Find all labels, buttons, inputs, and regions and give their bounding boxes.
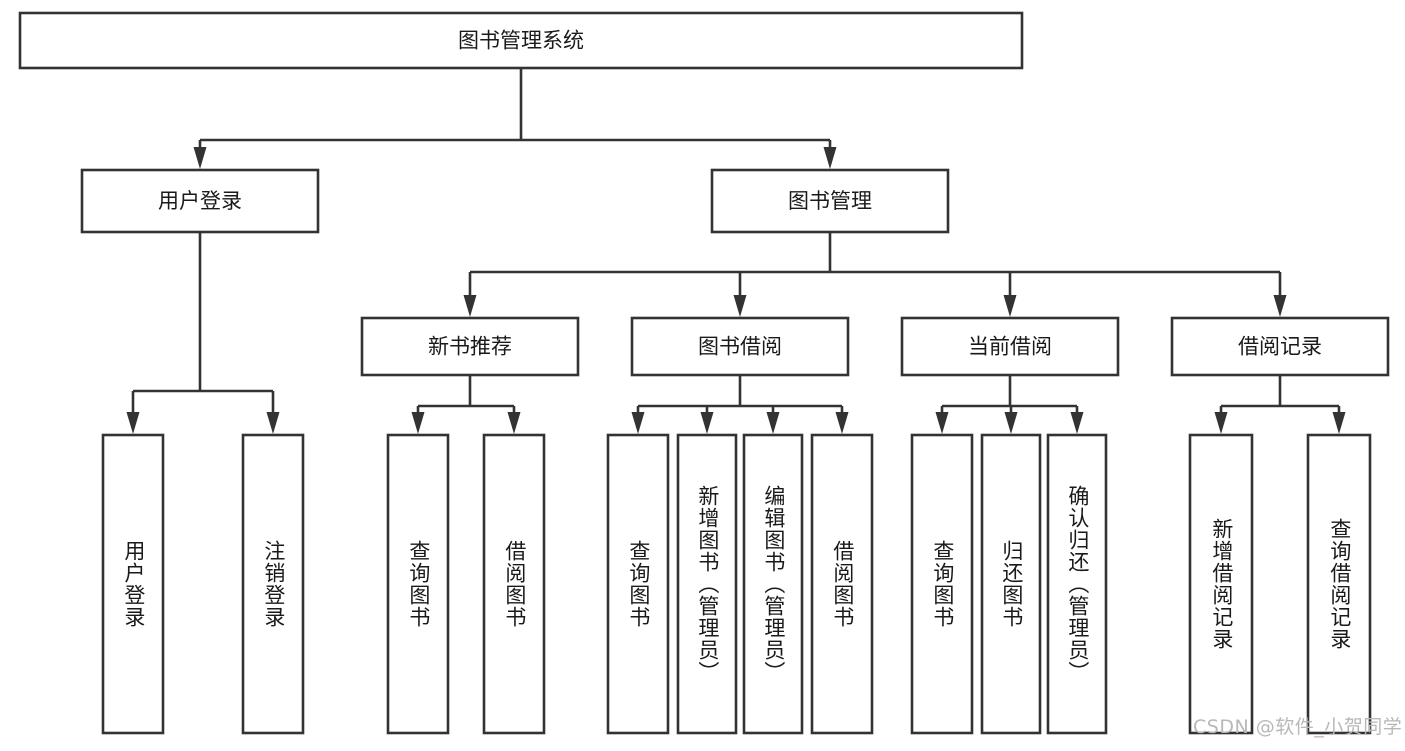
node-leaf-user-login[interactable] — [101, 433, 165, 735]
node-leaf-add-book[interactable] — [676, 433, 738, 735]
arrow-head-icon — [733, 295, 747, 317]
arrow-head-icon — [507, 412, 521, 434]
node-current-borrow[interactable] — [900, 316, 1120, 377]
arrow-head-icon — [411, 412, 425, 434]
node-leaf-borrow-book-2[interactable] — [810, 433, 874, 735]
arrow-head-icon — [1070, 412, 1084, 434]
arrow-head-icon — [1004, 412, 1018, 434]
node-book-manage-label: 图书管理 — [788, 189, 872, 213]
node-root[interactable] — [18, 11, 1024, 70]
arrow-head-icon — [935, 412, 949, 434]
arrow-head-icon — [835, 412, 849, 434]
node-current-borrow-label: 当前借阅 — [968, 335, 1052, 359]
arrow-head-icon — [700, 412, 714, 434]
arrow-head-icon — [766, 412, 780, 434]
node-root-label: 图书管理系统 — [458, 29, 584, 53]
node-user-login-label: 用户登录 — [158, 189, 242, 213]
node-new-book-rec-label: 新书推荐 — [428, 335, 512, 359]
node-leaf-borrow-book-1[interactable] — [482, 433, 546, 735]
node-leaf-query-book-3[interactable] — [910, 433, 974, 735]
node-leaf-query-book-2[interactable] — [606, 433, 670, 735]
node-leaf-query-record[interactable] — [1306, 433, 1372, 735]
node-leaf-user-logout[interactable] — [241, 433, 305, 735]
arrow-head-icon — [1273, 295, 1287, 317]
arrow-head-icon — [266, 412, 280, 434]
arrow-head-icon — [463, 295, 477, 317]
arrow-head-icon — [1003, 295, 1017, 317]
node-user-login[interactable] — [80, 168, 320, 234]
node-book-borrow-label: 图书借阅 — [698, 335, 782, 359]
arrow-head-icon — [823, 147, 837, 169]
node-borrow-record-label: 借阅记录 — [1238, 335, 1322, 359]
node-leaf-add-record[interactable] — [1188, 433, 1254, 735]
csdn-watermark: CSDN @软件_小贺同学 — [1193, 716, 1403, 738]
node-new-book-rec[interactable] — [360, 316, 580, 377]
node-leaf-confirm-return[interactable] — [1046, 433, 1108, 735]
arrow-head-icon — [1214, 412, 1228, 434]
arrow-head-icon — [126, 412, 140, 434]
arrow-head-icon — [631, 412, 645, 434]
node-leaf-query-book-1[interactable] — [386, 433, 450, 735]
arrow-head-icon — [1332, 412, 1346, 434]
arrow-head-icon — [193, 147, 207, 169]
node-leaf-edit-book[interactable] — [742, 433, 804, 735]
node-leaf-return-book[interactable] — [980, 433, 1042, 735]
